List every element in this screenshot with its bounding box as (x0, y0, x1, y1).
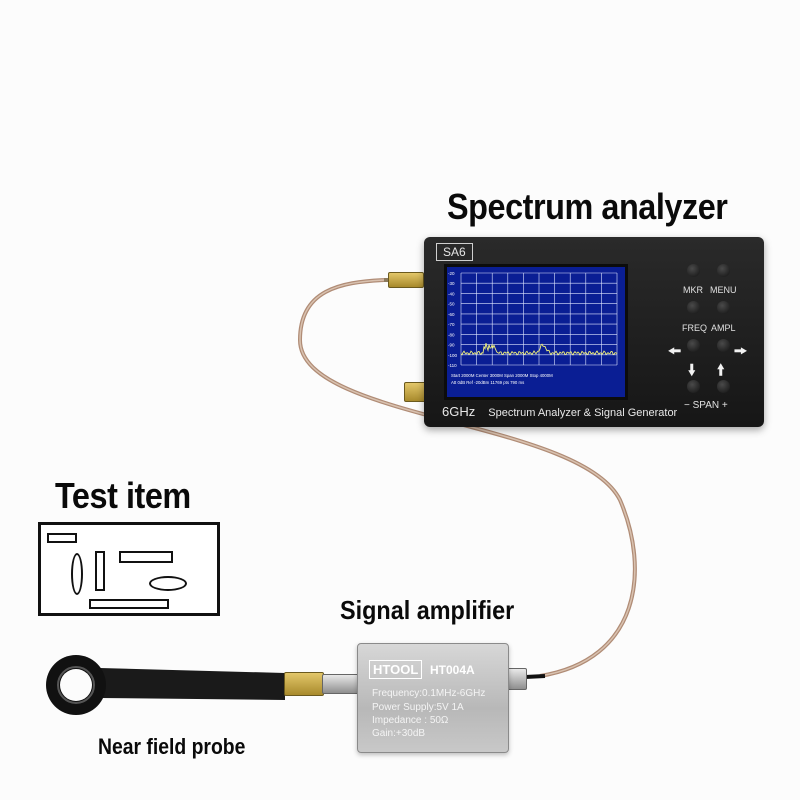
analyzer-band-label: 6GHz (442, 404, 476, 419)
down-arrow-icon[interactable]: 🠛 (688, 362, 696, 379)
board-component-oval-horizontal (149, 576, 187, 591)
amplifier-model: HT004A (430, 663, 475, 677)
screen-y-tick: -30 (448, 281, 455, 286)
board-component-rect-small (47, 533, 77, 543)
screen-y-tick: -20 (448, 271, 455, 276)
spectrum-trace (460, 342, 618, 356)
up-arrow-icon[interactable]: 🠙 (717, 362, 725, 379)
near-field-probe-label: Near field probe (98, 734, 246, 759)
ampl-button-label: AMPL (711, 323, 736, 333)
screen-y-tick: -90 (448, 343, 455, 348)
freq-button[interactable] (687, 339, 700, 352)
screen-y-tick: -40 (448, 291, 455, 296)
menu-button[interactable] (717, 301, 730, 314)
span-minus-label: − (684, 400, 690, 411)
span-plus-label: + (721, 400, 728, 411)
analyzer-sma-connector-bottom (404, 382, 426, 402)
screen-y-tick: -100 (448, 353, 458, 358)
signal-amplifier-device: HTOOL HT004A Frequency:0.1MHz-6GHz Power… (357, 643, 509, 753)
screen-y-tick: -80 (448, 332, 455, 337)
span-minus-button[interactable] (687, 380, 700, 393)
screen-y-tick: -70 (448, 322, 455, 327)
analyzer-model-badge: SA6 (436, 243, 473, 261)
analyzer-description: Spectrum Analyzer & Signal Generator (488, 407, 678, 419)
amplifier-spec-gain: Gain:+30dB (372, 728, 426, 739)
right-arrow-icon[interactable]: 🠚 (734, 343, 748, 360)
screen-status-line-1: Start 2000M Center 3000M Span 2000M Stop… (451, 373, 553, 378)
span-label: SPAN (692, 400, 720, 411)
signal-amplifier-label: Signal amplifier (340, 595, 515, 625)
span-plus-button[interactable] (717, 380, 730, 393)
board-component-bar-vertical (95, 551, 105, 591)
board-component-oval-vertical (71, 553, 83, 595)
analyzer-caption: 6GHz Spectrum Analyzer & Signal Generato… (442, 404, 677, 419)
test-item-board (38, 522, 220, 616)
screen-y-tick: -50 (448, 302, 455, 307)
left-arrow-icon[interactable]: 🠘 (668, 343, 682, 360)
ampl-button[interactable] (717, 339, 730, 352)
probe-brass-connector (284, 672, 324, 696)
mkr-button-label: MKR (683, 285, 703, 295)
spectrum-analyzer-label: Spectrum analyzer (447, 186, 728, 227)
screen-status-line-2: Att 0dB Ref -20dBm 11769 pts 790 ms (451, 380, 524, 385)
screen-y-tick: -110 (448, 363, 457, 368)
amplifier-spec-impedance: Impedance : 50Ω (372, 715, 449, 726)
amplifier-spec-power: Power Supply:5V 1A (372, 702, 464, 713)
amplifier-input-connector (322, 674, 360, 694)
mkr-button[interactable] (687, 301, 700, 314)
screen-y-tick: -60 (448, 312, 455, 317)
freq-button-label: FREQ (682, 323, 708, 333)
span-control-label: − SPAN + (684, 400, 728, 411)
blank-button-2[interactable] (717, 264, 730, 277)
menu-button-label: MENU (710, 285, 737, 295)
analyzer-sma-connector-top (388, 272, 424, 288)
board-component-bar-horizontal (119, 551, 173, 563)
blank-button-1[interactable] (687, 264, 700, 277)
board-component-bar-bottom (89, 599, 169, 609)
amplifier-spec-frequency: Frequency:0.1MHz-6GHz (372, 688, 486, 699)
amplifier-brand: HTOOL (369, 660, 423, 679)
test-item-label: Test item (55, 475, 191, 516)
